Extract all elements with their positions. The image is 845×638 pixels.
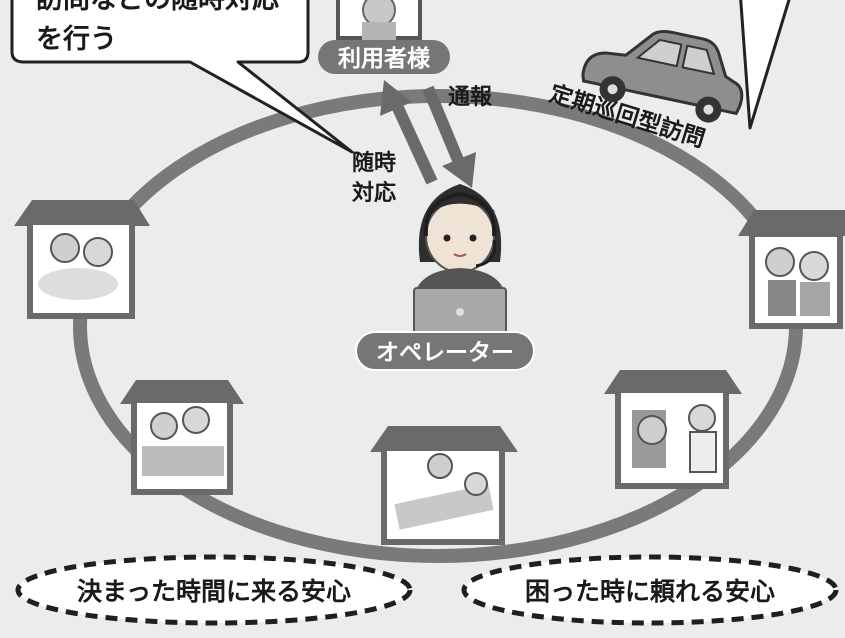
operator-icon [413,184,507,335]
speech-bubble-left: 訪問などの随時対応 を行う [10,0,354,154]
care-house-icon [604,370,742,489]
speech-bubble-right [739,0,791,130]
notify-label: 通報 [448,84,493,110]
car-icon [581,30,744,123]
care-house-icon [370,426,518,545]
care-house-icon [14,200,150,319]
bubble-text-line1: 訪問などの随時対応 [36,0,279,15]
user-house-icon [336,0,422,40]
on-demand-label-line1: 随時 [352,150,396,176]
on-demand-arrow-icon [380,80,438,185]
right-reassurance-text: 困った時に頼れる安心 [525,577,775,606]
user-label-text: 利用者様 [338,45,431,72]
care-house-icon [738,210,845,329]
right-reassurance-callout: 困った時に頼れる安心 [461,554,839,626]
operator-label: オペレーター [355,331,535,371]
operator-label-text: オペレーター [376,340,514,366]
bubble-text-line2: を行う [36,23,117,55]
left-reassurance-callout: 決まった時間に来る安心 [15,554,413,626]
care-house-icon [120,380,244,495]
on-demand-label-line2: 対応 [352,180,396,206]
notify-arrow-icon [422,85,476,188]
left-reassurance-text: 決まった時間に来る安心 [77,577,351,606]
user-label: 利用者様 [318,40,450,74]
